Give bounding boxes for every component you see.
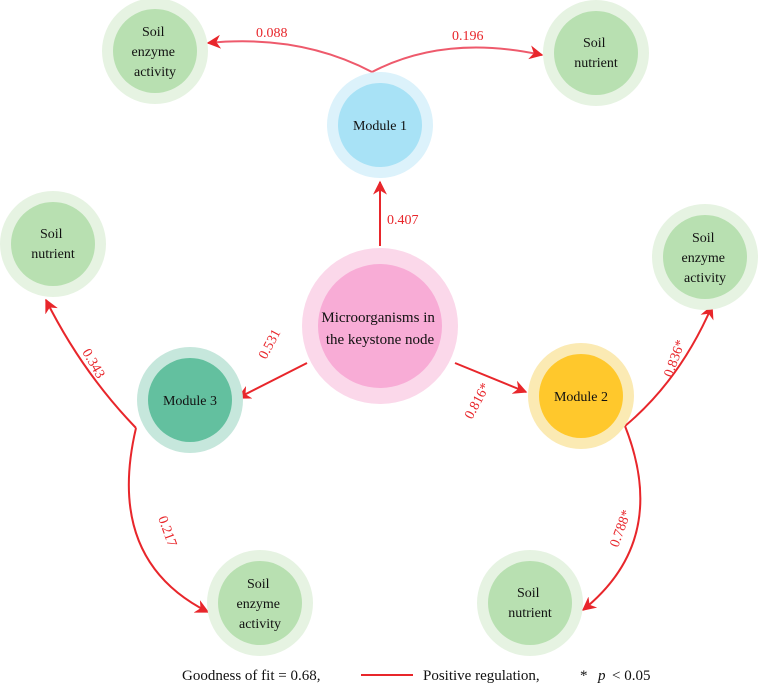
node-label: Microorganisms in the keystone node [321, 310, 438, 348]
node-label: Soil nutrient [31, 227, 75, 262]
node-label: Soil nutrient [574, 36, 618, 71]
node-module3-enzyme: Soil enzyme activity [207, 550, 313, 656]
edges [45, 34, 714, 613]
label-module3-enzyme: 0.217 [154, 514, 179, 549]
label-module1-enzyme: 0.088 [256, 26, 288, 41]
edge-module3-enzyme [127, 427, 210, 613]
node-module3: Module 3 [137, 347, 243, 453]
node-inner-circle [218, 561, 302, 645]
edge-module2-nutrient [581, 425, 642, 611]
edge-center-module3 [236, 362, 308, 399]
label-center-module2: 0.816* [462, 381, 493, 422]
legend: Goodness of fit = 0.68, Positive regulat… [182, 668, 650, 684]
legend-positive-regulation: Positive regulation, [423, 668, 540, 684]
edge-module2-enzyme [624, 304, 714, 427]
node-module1-nutrient: Soil nutrient [543, 0, 649, 106]
legend-star: * [580, 668, 588, 684]
node-module2: Module 2 [528, 343, 634, 449]
edge-module1-enzyme [206, 34, 373, 73]
node-module2-enzyme: Soil enzyme activity [652, 204, 758, 310]
node-center-keystone: Microorganisms in the keystone node [302, 248, 458, 404]
legend-threshold: < 0.05 [612, 668, 650, 684]
node-inner-circle [539, 354, 623, 438]
node-label: Module 1 [353, 119, 407, 134]
node-module2-nutrient: Soil nutrient [477, 550, 583, 656]
node-inner-circle [11, 202, 95, 286]
node-inner-circle [113, 9, 197, 93]
legend-p: p [597, 668, 606, 684]
node-label: Soil nutrient [508, 586, 552, 621]
node-module3-nutrient: Soil nutrient [0, 191, 106, 297]
edge-module1-nutrient [371, 45, 544, 73]
node-label: Soil enzyme activity [236, 577, 283, 632]
node-module1: Module 1 [327, 72, 433, 178]
node-inner-circle [488, 561, 572, 645]
legend-goodness-of-fit: Goodness of fit = 0.68, [182, 668, 320, 684]
label-module2-nutrient: 0.788* [608, 508, 635, 549]
node-inner-circle [318, 264, 442, 388]
edge-module3-nutrient [45, 298, 137, 429]
node-label: Soil enzyme activity [131, 25, 178, 80]
node-label: Module 3 [163, 394, 217, 409]
node-inner-circle [338, 83, 422, 167]
node-inner-circle [554, 11, 638, 95]
node-inner-circle [148, 358, 232, 442]
label-center-module3: 0.531 [256, 327, 284, 362]
label-module1-nutrient: 0.196 [452, 29, 484, 44]
node-label: Soil enzyme activity [681, 231, 728, 286]
label-center-module1: 0.407 [387, 213, 419, 228]
node-inner-circle [663, 215, 747, 299]
node-module1-enzyme: Soil enzyme activity [102, 0, 208, 104]
node-label: Module 2 [554, 390, 608, 405]
edge-center-module2 [454, 362, 528, 394]
